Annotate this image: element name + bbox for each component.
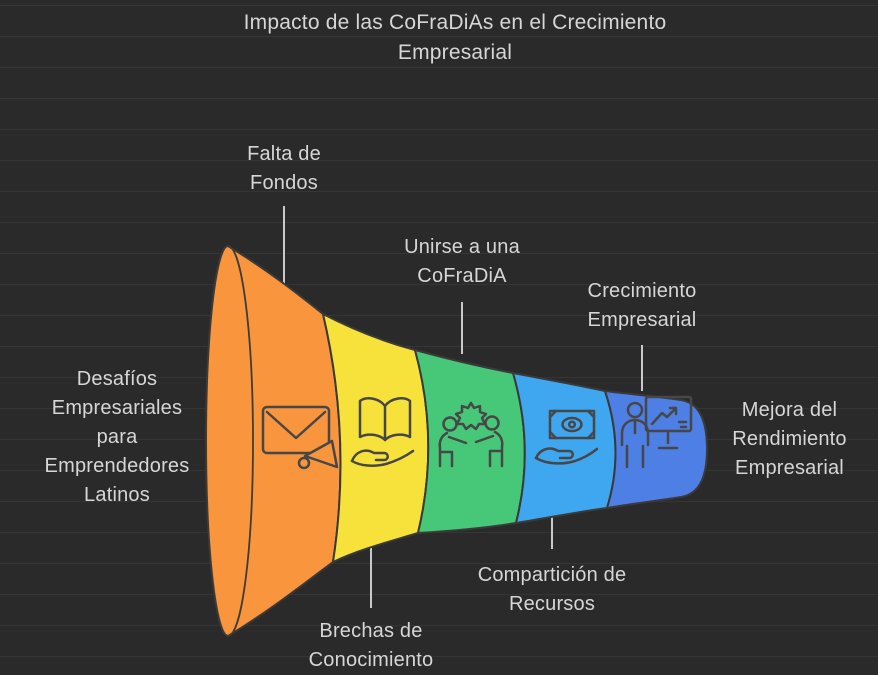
funnel-stage-comparticion xyxy=(512,372,617,524)
money-hand-icon xyxy=(534,409,599,465)
book-hand-icon xyxy=(350,397,415,467)
presenter-chart-icon xyxy=(620,395,693,469)
stage-label-unirse: Unirse a una CoFraDiA xyxy=(404,236,520,287)
people-gear-icon xyxy=(438,401,504,468)
stage-label-comparticion: Compartición de Recursos xyxy=(477,564,627,615)
envelope-megaphone-icon xyxy=(261,405,339,470)
stage-label-brechas: Brechas de Conocimiento xyxy=(308,620,434,671)
funnel-mouth-rim xyxy=(227,245,254,637)
stage-label-falta-de-fondos: Falta de Fondos xyxy=(247,143,321,194)
funnel-stage-falta-de-fondos xyxy=(205,245,342,637)
funnel-segments xyxy=(205,245,708,637)
funnel-input-label: Desafíos Empresariales para Emprendedore… xyxy=(44,368,190,506)
stage-label-crecimiento: Crecimiento Empresarial xyxy=(587,280,697,331)
diagram-title: Impacto de las CoFraDiAs en el Crecimien… xyxy=(243,11,667,64)
funnel-output-label: Mejora del Rendimiento Empresarial xyxy=(732,399,847,479)
funnel-stage-unirse xyxy=(414,349,526,534)
stage-icons xyxy=(261,395,693,470)
